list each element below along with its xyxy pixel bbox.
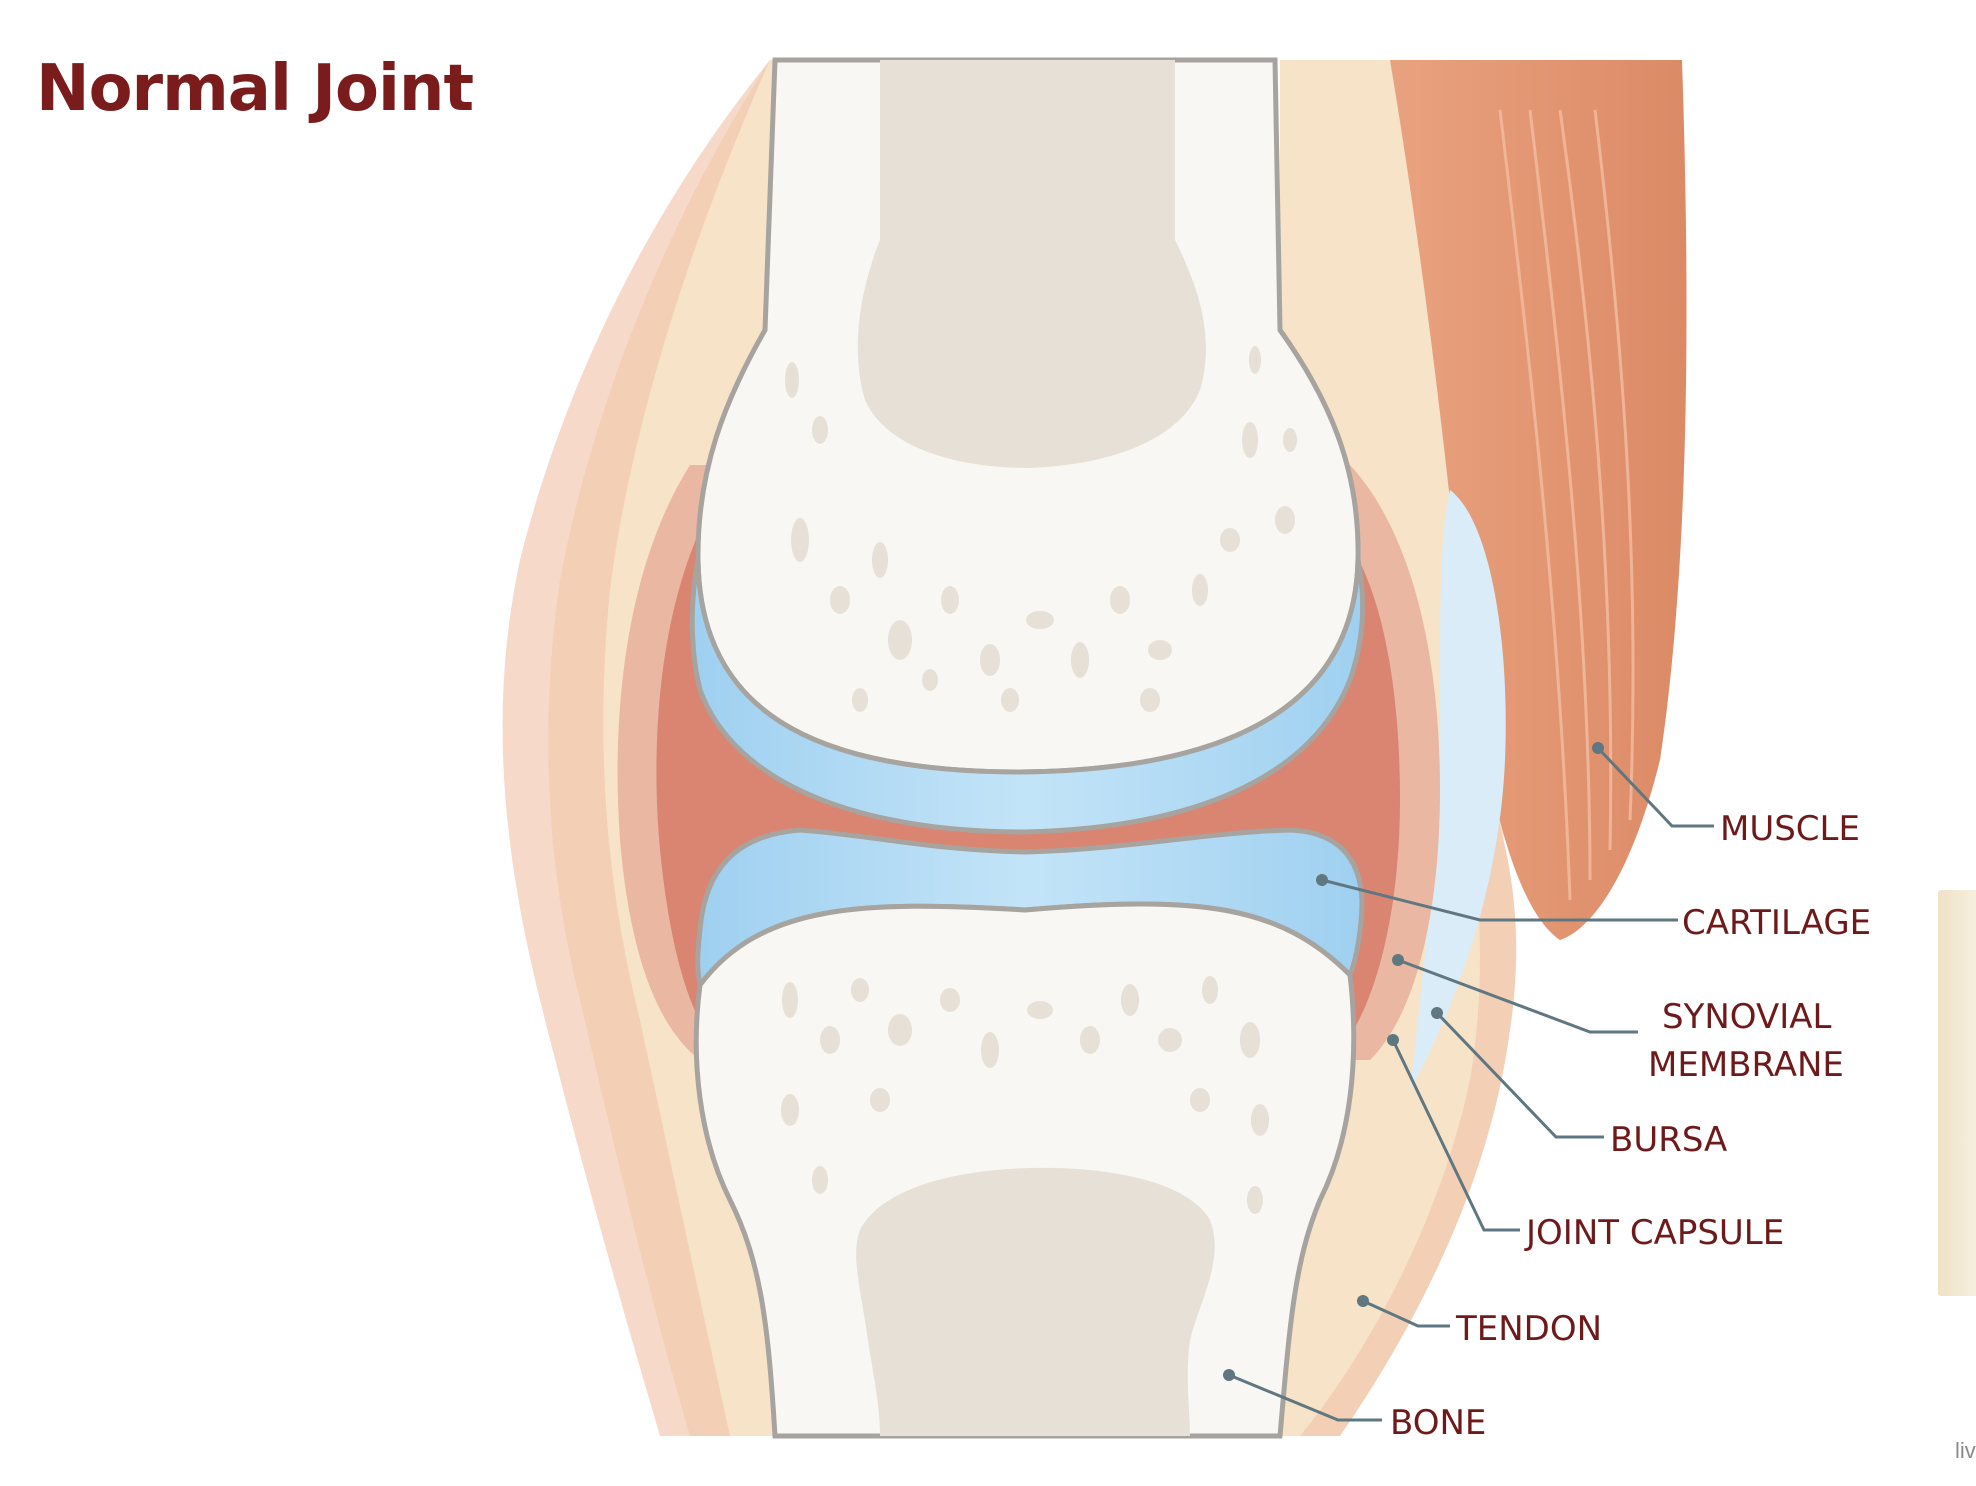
leader-cartilage xyxy=(1321,878,1678,922)
label-synovial-line2: MEMBRANE xyxy=(1648,1045,1844,1085)
leader-joint-capsule xyxy=(1391,1039,1520,1232)
label-bursa: BURSA xyxy=(1610,1120,1727,1160)
page-title: Normal Joint xyxy=(36,52,474,126)
side-panel xyxy=(1938,890,1976,1296)
leader-synovial xyxy=(1397,958,1638,1034)
upper-cartilage xyxy=(689,559,1366,835)
leader-bone xyxy=(1228,1373,1382,1422)
lower-bone-marrow xyxy=(856,1167,1215,1436)
bursa-shape xyxy=(1410,490,1506,1090)
label-joint-capsule: JOINT CAPSULE xyxy=(1524,1213,1784,1253)
label-tendon: TENDON xyxy=(1455,1309,1602,1349)
label-synovial-line1: SYNOVIAL xyxy=(1662,997,1831,1037)
leader-muscle xyxy=(1596,746,1714,828)
pointer-bone xyxy=(1223,1369,1235,1381)
muscle-fibers xyxy=(1498,109,1635,901)
pointer-joint-capsule xyxy=(1387,1034,1399,1046)
label-cartilage: CARTILAGE xyxy=(1682,903,1871,943)
pointer-muscle xyxy=(1592,742,1604,754)
pointer-synovial xyxy=(1392,954,1404,966)
leader-tendon xyxy=(1362,1299,1450,1328)
upper-bone-marrow xyxy=(857,60,1206,468)
label-bone: BONE xyxy=(1390,1403,1486,1443)
watermark-text: liv xyxy=(1955,1438,1976,1463)
leader-bursa xyxy=(1435,1011,1604,1139)
pointer-bursa xyxy=(1431,1007,1443,1019)
outer-tissue-right xyxy=(1300,700,1517,1436)
leader-lines xyxy=(1223,742,1714,1422)
spongy-bone-pattern xyxy=(781,346,1297,1214)
label-muscle: MUSCLE xyxy=(1720,809,1860,849)
pointer-cartilage xyxy=(1316,874,1328,886)
pointer-tendon xyxy=(1357,1295,1369,1307)
